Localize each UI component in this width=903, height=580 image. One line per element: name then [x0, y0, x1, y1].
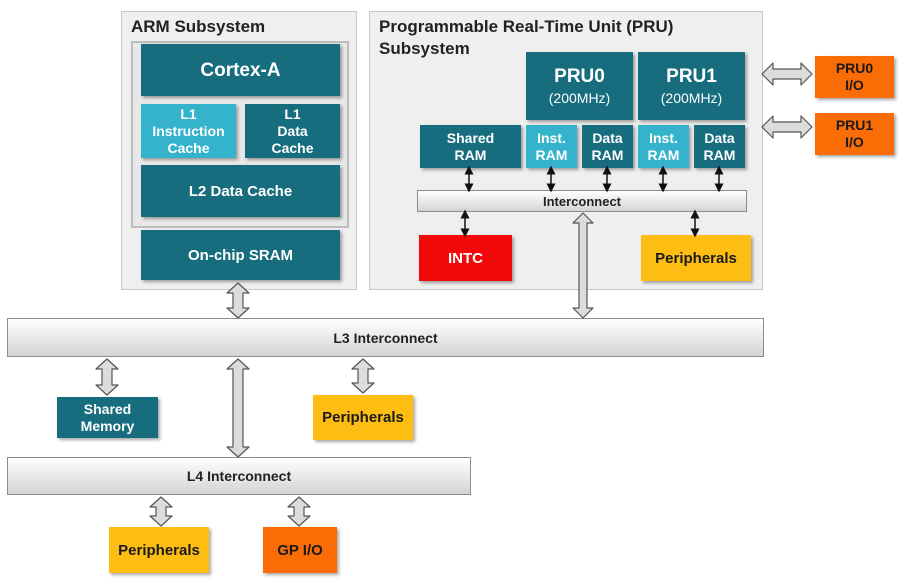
l1-data-cache-block: L1 Data Cache [245, 104, 340, 158]
pru1-block: PRU1 (200MHz) [638, 52, 745, 120]
shared-ram-line2: RAM [454, 146, 487, 163]
sram-l3-arrow [226, 282, 250, 319]
l2-data-cache-block: L2 Data Cache [141, 165, 340, 217]
l4-gpio-arrow [287, 496, 311, 527]
pru0-io-arrow [761, 62, 813, 86]
pru0-io-line2: I/O [845, 77, 864, 93]
pru-peripherals-block: Peripherals [641, 235, 751, 281]
pru-title-line1: Programmable Real-Time Unit (PRU) [379, 17, 674, 36]
pru0-data-ram-line2: RAM [591, 146, 624, 163]
on-chip-sram-block: On-chip SRAM [141, 230, 340, 280]
l4-peripherals-block: Peripherals [109, 527, 209, 573]
pru1-io-arrow [761, 115, 813, 139]
pru-interconnect-l3-arrow [572, 212, 594, 319]
pru1-inst-ram-block: Inst. RAM [638, 125, 689, 168]
pru1-io-line2: I/O [845, 134, 864, 150]
pru1-data-ram-line1: Data [704, 129, 735, 146]
pru0-block: PRU0 (200MHz) [526, 52, 633, 120]
arm-subsystem-title: ARM Subsystem [131, 17, 266, 36]
l1i-line3: Cache [167, 139, 210, 156]
pru-subsystem-title: Programmable Real-Time Unit (PRU) Subsys… [379, 16, 673, 60]
shared-memory-line1: Shared [83, 400, 132, 417]
l4-peripherals-arrow [149, 496, 173, 527]
pru1-freq: (200MHz) [660, 90, 723, 106]
intc-block: INTC [419, 235, 512, 281]
pru0-inst-ram-line2: RAM [535, 146, 568, 163]
pru0-inst-ram-block: Inst. RAM [526, 125, 577, 168]
shared-ram-line1: Shared [446, 129, 495, 146]
cortex-a-block: Cortex-A [141, 44, 340, 96]
pru0-io-line1: PRU0 [835, 60, 874, 76]
pru0-freq: (200MHz) [548, 90, 611, 106]
pru-shared-ram-block: Shared RAM [420, 125, 521, 168]
pru0-io-block: PRU0 I/O [815, 56, 894, 98]
pru0-inst-ram-line1: Inst. [537, 129, 566, 146]
shared-memory-line2: Memory [80, 417, 135, 434]
shared-memory-block: Shared Memory [57, 397, 158, 438]
pru1-io-block: PRU1 I/O [815, 113, 894, 155]
pru1-data-ram-line2: RAM [703, 146, 736, 163]
l1d-line2: Data [277, 122, 308, 139]
pru1-inst-ram-line1: Inst. [649, 129, 678, 146]
l1d-line3: Cache [271, 139, 314, 156]
l3-peripherals-block: Peripherals [313, 395, 413, 440]
l3-peripherals-arrow [351, 358, 375, 394]
l3-l4-arrow [226, 358, 250, 458]
pru0-data-ram-block: Data RAM [582, 125, 633, 168]
pru1-name: PRU1 [666, 66, 717, 87]
pru-interconnect-bus: Interconnect [417, 190, 747, 212]
l1i-line2: Instruction [152, 122, 225, 139]
l3-interconnect-bus: L3 Interconnect [7, 318, 764, 357]
l1i-line1: L1 [180, 105, 197, 122]
pru0-data-ram-line1: Data [592, 129, 623, 146]
gpio-block: GP I/O [263, 527, 337, 573]
l1-instruction-cache-block: L1 Instruction Cache [141, 104, 236, 158]
pru-title-line2: Subsystem [379, 39, 470, 58]
pru0-name: PRU0 [554, 66, 605, 87]
pru1-inst-ram-line2: RAM [647, 146, 680, 163]
pru1-data-ram-block: Data RAM [694, 125, 745, 168]
l4-interconnect-bus: L4 Interconnect [7, 457, 471, 495]
l1d-line1: L1 [284, 105, 301, 122]
pru1-io-line1: PRU1 [835, 117, 874, 133]
l3-shared-memory-arrow [95, 358, 119, 396]
